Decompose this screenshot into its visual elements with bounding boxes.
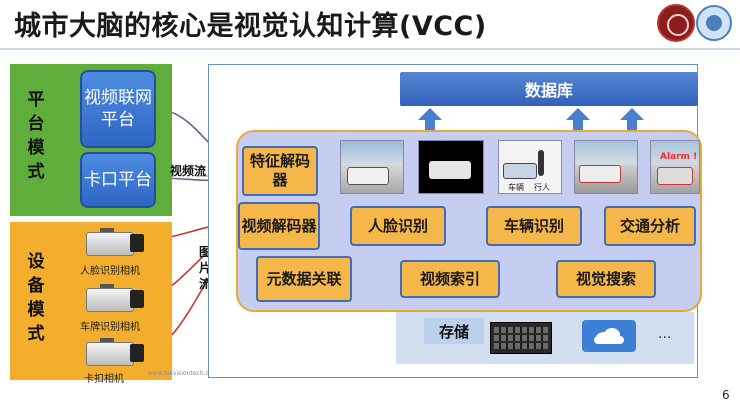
server-rack-icon [490, 322, 552, 354]
traffic-alarm-image [650, 140, 700, 194]
traffic-scene-image [340, 140, 404, 194]
plate-camera-icon [86, 284, 148, 312]
vehicle-recognition-box: 车辆识别 [486, 206, 582, 246]
vehicle-pedestrian-detection-image [498, 140, 562, 194]
face-camera-label: 人脸识别相机 [80, 266, 140, 277]
checkpoint-camera-label: 卡扣相机 [84, 374, 124, 385]
title-divider [0, 48, 740, 50]
video-index-box: 视频索引 [400, 260, 500, 298]
arrow-up-icon [620, 108, 644, 130]
database-box: 数据库 [400, 72, 698, 106]
arrow-up-icon [418, 108, 442, 130]
slide-title: 城市大脑的核心是视觉认知计算(VCC) [14, 11, 487, 42]
vehicle-label: 车辆 [508, 183, 524, 192]
checkpoint-camera-icon [86, 338, 148, 366]
pedestrian-label: 行人 [534, 183, 550, 192]
metadata-association-box: 元数据关联 [256, 256, 352, 302]
traffic-tracking-image [574, 140, 638, 194]
video-decoder-box: 视频解码器 [238, 202, 320, 250]
cloud-storage-icon [582, 320, 636, 352]
image-stream-label: 图片流 [198, 245, 211, 291]
arrow-up-icon [566, 108, 590, 130]
plate-camera-label: 车牌识别相机 [80, 322, 140, 333]
alarm-label: Alarm ! [660, 152, 698, 162]
visual-search-box: 视觉搜索 [556, 260, 656, 298]
storage-label: 存储 [424, 318, 484, 344]
more-storage-ellipsis: ... [658, 326, 672, 342]
platform-mode-label: 平台模式 [27, 90, 45, 182]
traffic-analysis-box: 交通分析 [604, 206, 696, 246]
feature-decoder-box: 特征解码器 [242, 146, 318, 196]
face-recognition-box: 人脸识别 [350, 206, 446, 246]
university-seal-logo-left [657, 4, 695, 42]
device-mode-label: 设备模式 [27, 252, 45, 344]
video-network-platform-box: 视频联网平台 [80, 70, 156, 148]
watermark-text: www.hikvisiontech.com [148, 370, 219, 377]
page-number: 6 [722, 388, 730, 402]
face-camera-icon [86, 228, 148, 256]
pedestrian-figure [538, 150, 544, 176]
vehicle-mask-image [418, 140, 484, 194]
checkpoint-platform-box: 卡口平台 [80, 152, 156, 208]
university-seal-logo-right [696, 5, 732, 41]
video-stream-label: 视频流 [170, 164, 207, 178]
